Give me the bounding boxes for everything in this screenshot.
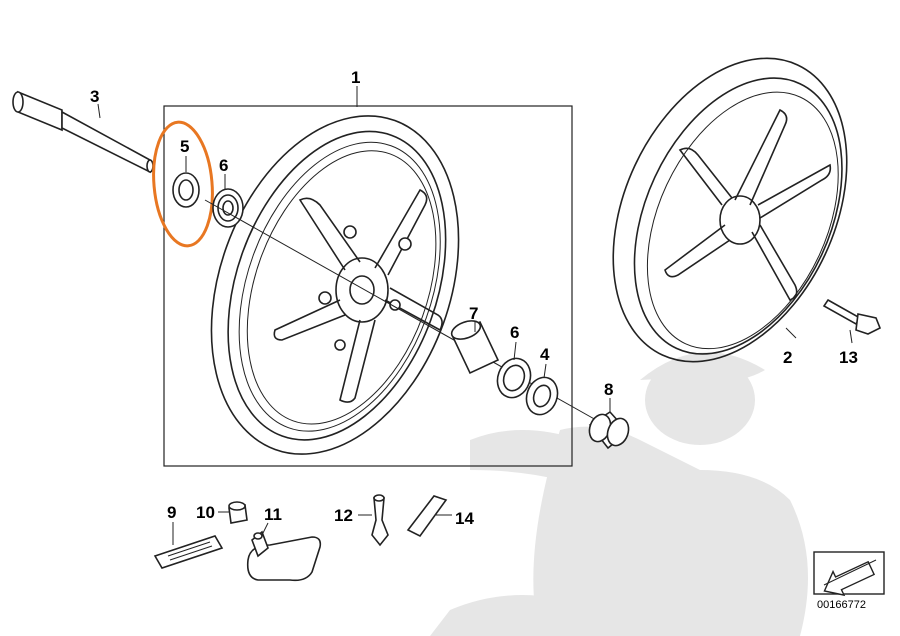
valve-part <box>371 494 389 547</box>
label-part-3: 3 <box>90 87 99 106</box>
sleeve-part <box>450 320 500 375</box>
part-labels: 1 2 3 4 5 6 6 7 8 9 10 11 12 13 14 <box>90 68 858 528</box>
label-part-10: 10 <box>196 503 215 522</box>
front-wheel <box>210 115 460 455</box>
rear-view-wheel <box>612 57 848 363</box>
label-part-9: 9 <box>167 503 176 522</box>
bearing-left-part <box>212 188 244 228</box>
label-strip-part <box>406 495 448 538</box>
label-part-7: 7 <box>469 304 478 323</box>
axle-part <box>12 90 154 174</box>
label-part-5: 5 <box>180 137 189 156</box>
weight-strip-part <box>153 535 224 569</box>
leader-lines <box>97 86 853 545</box>
weight-strip-hatch <box>167 541 213 561</box>
reference-number: 00166772 <box>817 599 866 611</box>
label-part-6-right: 6 <box>510 323 519 342</box>
nut-part <box>228 501 248 524</box>
label-part-4: 4 <box>540 345 550 364</box>
wheel-frame <box>163 105 573 467</box>
label-part-8: 8 <box>604 380 613 399</box>
spacer-ring-part <box>172 172 200 208</box>
label-part-2: 2 <box>783 348 792 367</box>
label-part-12: 12 <box>334 506 353 525</box>
bearing-right-part <box>496 357 532 399</box>
label-part-11: 11 <box>264 505 282 524</box>
valve-sensor-part <box>246 530 322 582</box>
bolt-part <box>822 298 882 335</box>
arrow-icon <box>823 559 877 597</box>
reference-box: 00166772 <box>813 551 885 611</box>
bushing-part <box>588 410 630 450</box>
label-part-1: 1 <box>351 68 360 87</box>
spacer-part <box>525 376 559 416</box>
label-part-14: 14 <box>455 509 474 528</box>
label-part-13: 13 <box>839 348 858 367</box>
watermark-mechanic-icon <box>430 352 808 636</box>
label-part-6-left: 6 <box>219 156 228 175</box>
highlight-circle <box>152 120 214 248</box>
